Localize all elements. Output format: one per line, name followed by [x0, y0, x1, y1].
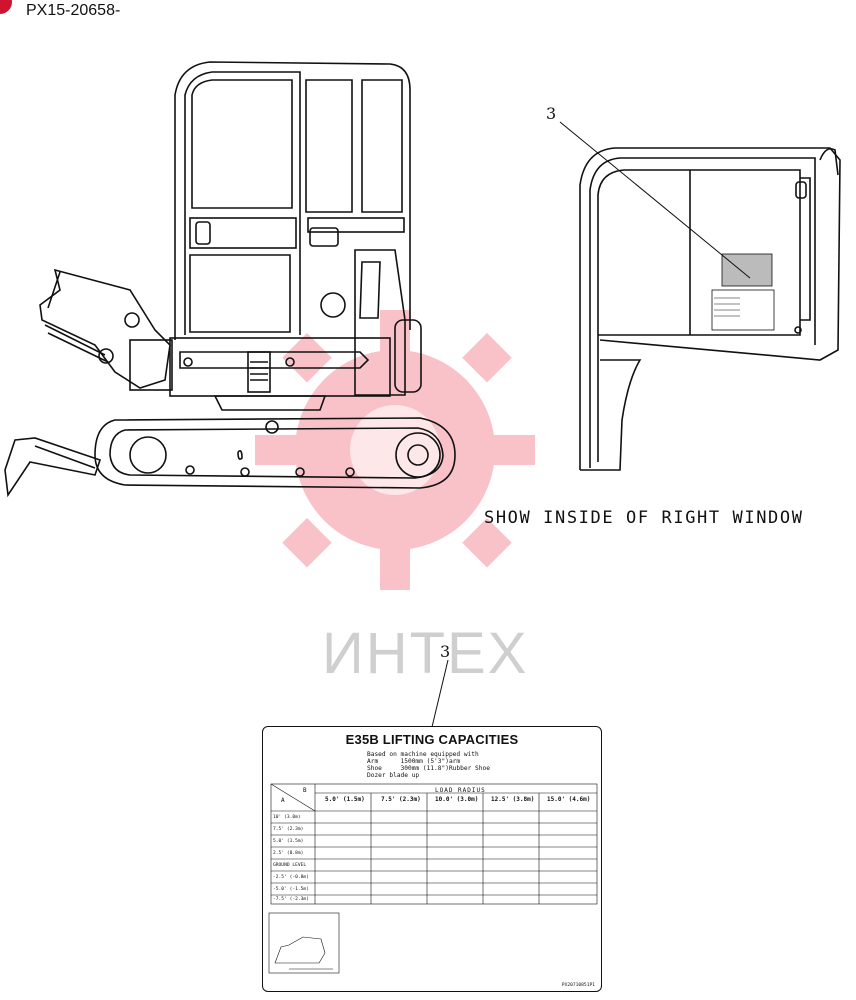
row-header: 5.0' (1.5m): [273, 839, 304, 844]
column-header: 5.0' (1.5m): [325, 796, 365, 803]
excavator-illustration: [4, 61, 456, 498]
row-header: 10' (3.0m): [273, 815, 301, 820]
window-frame-illustration: [579, 147, 841, 471]
row-header: -2.5' (-0.8m): [273, 875, 309, 880]
label-part-code: PX20710851P1: [561, 983, 595, 988]
callout-bottom: 3: [440, 642, 451, 661]
load-radius-label: LOAD RADIUS: [435, 787, 486, 794]
subtitle-line: Shoe 300mm (11.8")Rubber Shoe: [367, 765, 490, 772]
row-header: GROUND LEVEL: [273, 863, 307, 868]
view-caption: SHOW INSIDE OF RIGHT WINDOW: [484, 508, 804, 528]
badge-icon: [0, 0, 12, 14]
subtitle-line: Dozer blade up: [367, 772, 420, 779]
row-header: -5.0' (-1.5m): [273, 887, 309, 892]
axis-b-label: B: [303, 787, 307, 794]
watermark-text: ИНТЕХ: [322, 621, 529, 686]
row-header: 2.5' (0.8m): [273, 851, 304, 856]
column-header: 10.0' (3.0m): [435, 796, 479, 803]
column-header: 15.0' (4.6m): [547, 796, 591, 803]
lifting-capacities-label: E35B LIFTING CAPACITIES Based on machine…: [262, 726, 602, 992]
part-number: PX15-20658-: [26, 2, 121, 19]
header: PX15-20658-: [0, 0, 300, 26]
row-header: 7.5' (2.3m): [273, 827, 304, 832]
row-header: -7.5' (-2.3m): [273, 897, 309, 902]
column-header: 7.5' (2.3m): [381, 796, 421, 803]
capacity-table-grid: [268, 783, 598, 974]
callout-top: 3: [546, 104, 557, 123]
leader-line-bottom: [431, 659, 449, 728]
label-title: E35B LIFTING CAPACITIES: [345, 732, 519, 747]
column-header: 12.5' (3.8m): [491, 796, 535, 803]
axis-a-label: A: [281, 797, 285, 804]
subtitle-line: Based on machine equipped with: [367, 751, 479, 758]
subtitle-line: Arm 1500mm (5'3")arm: [367, 758, 461, 765]
leader-line-top: [559, 121, 751, 279]
